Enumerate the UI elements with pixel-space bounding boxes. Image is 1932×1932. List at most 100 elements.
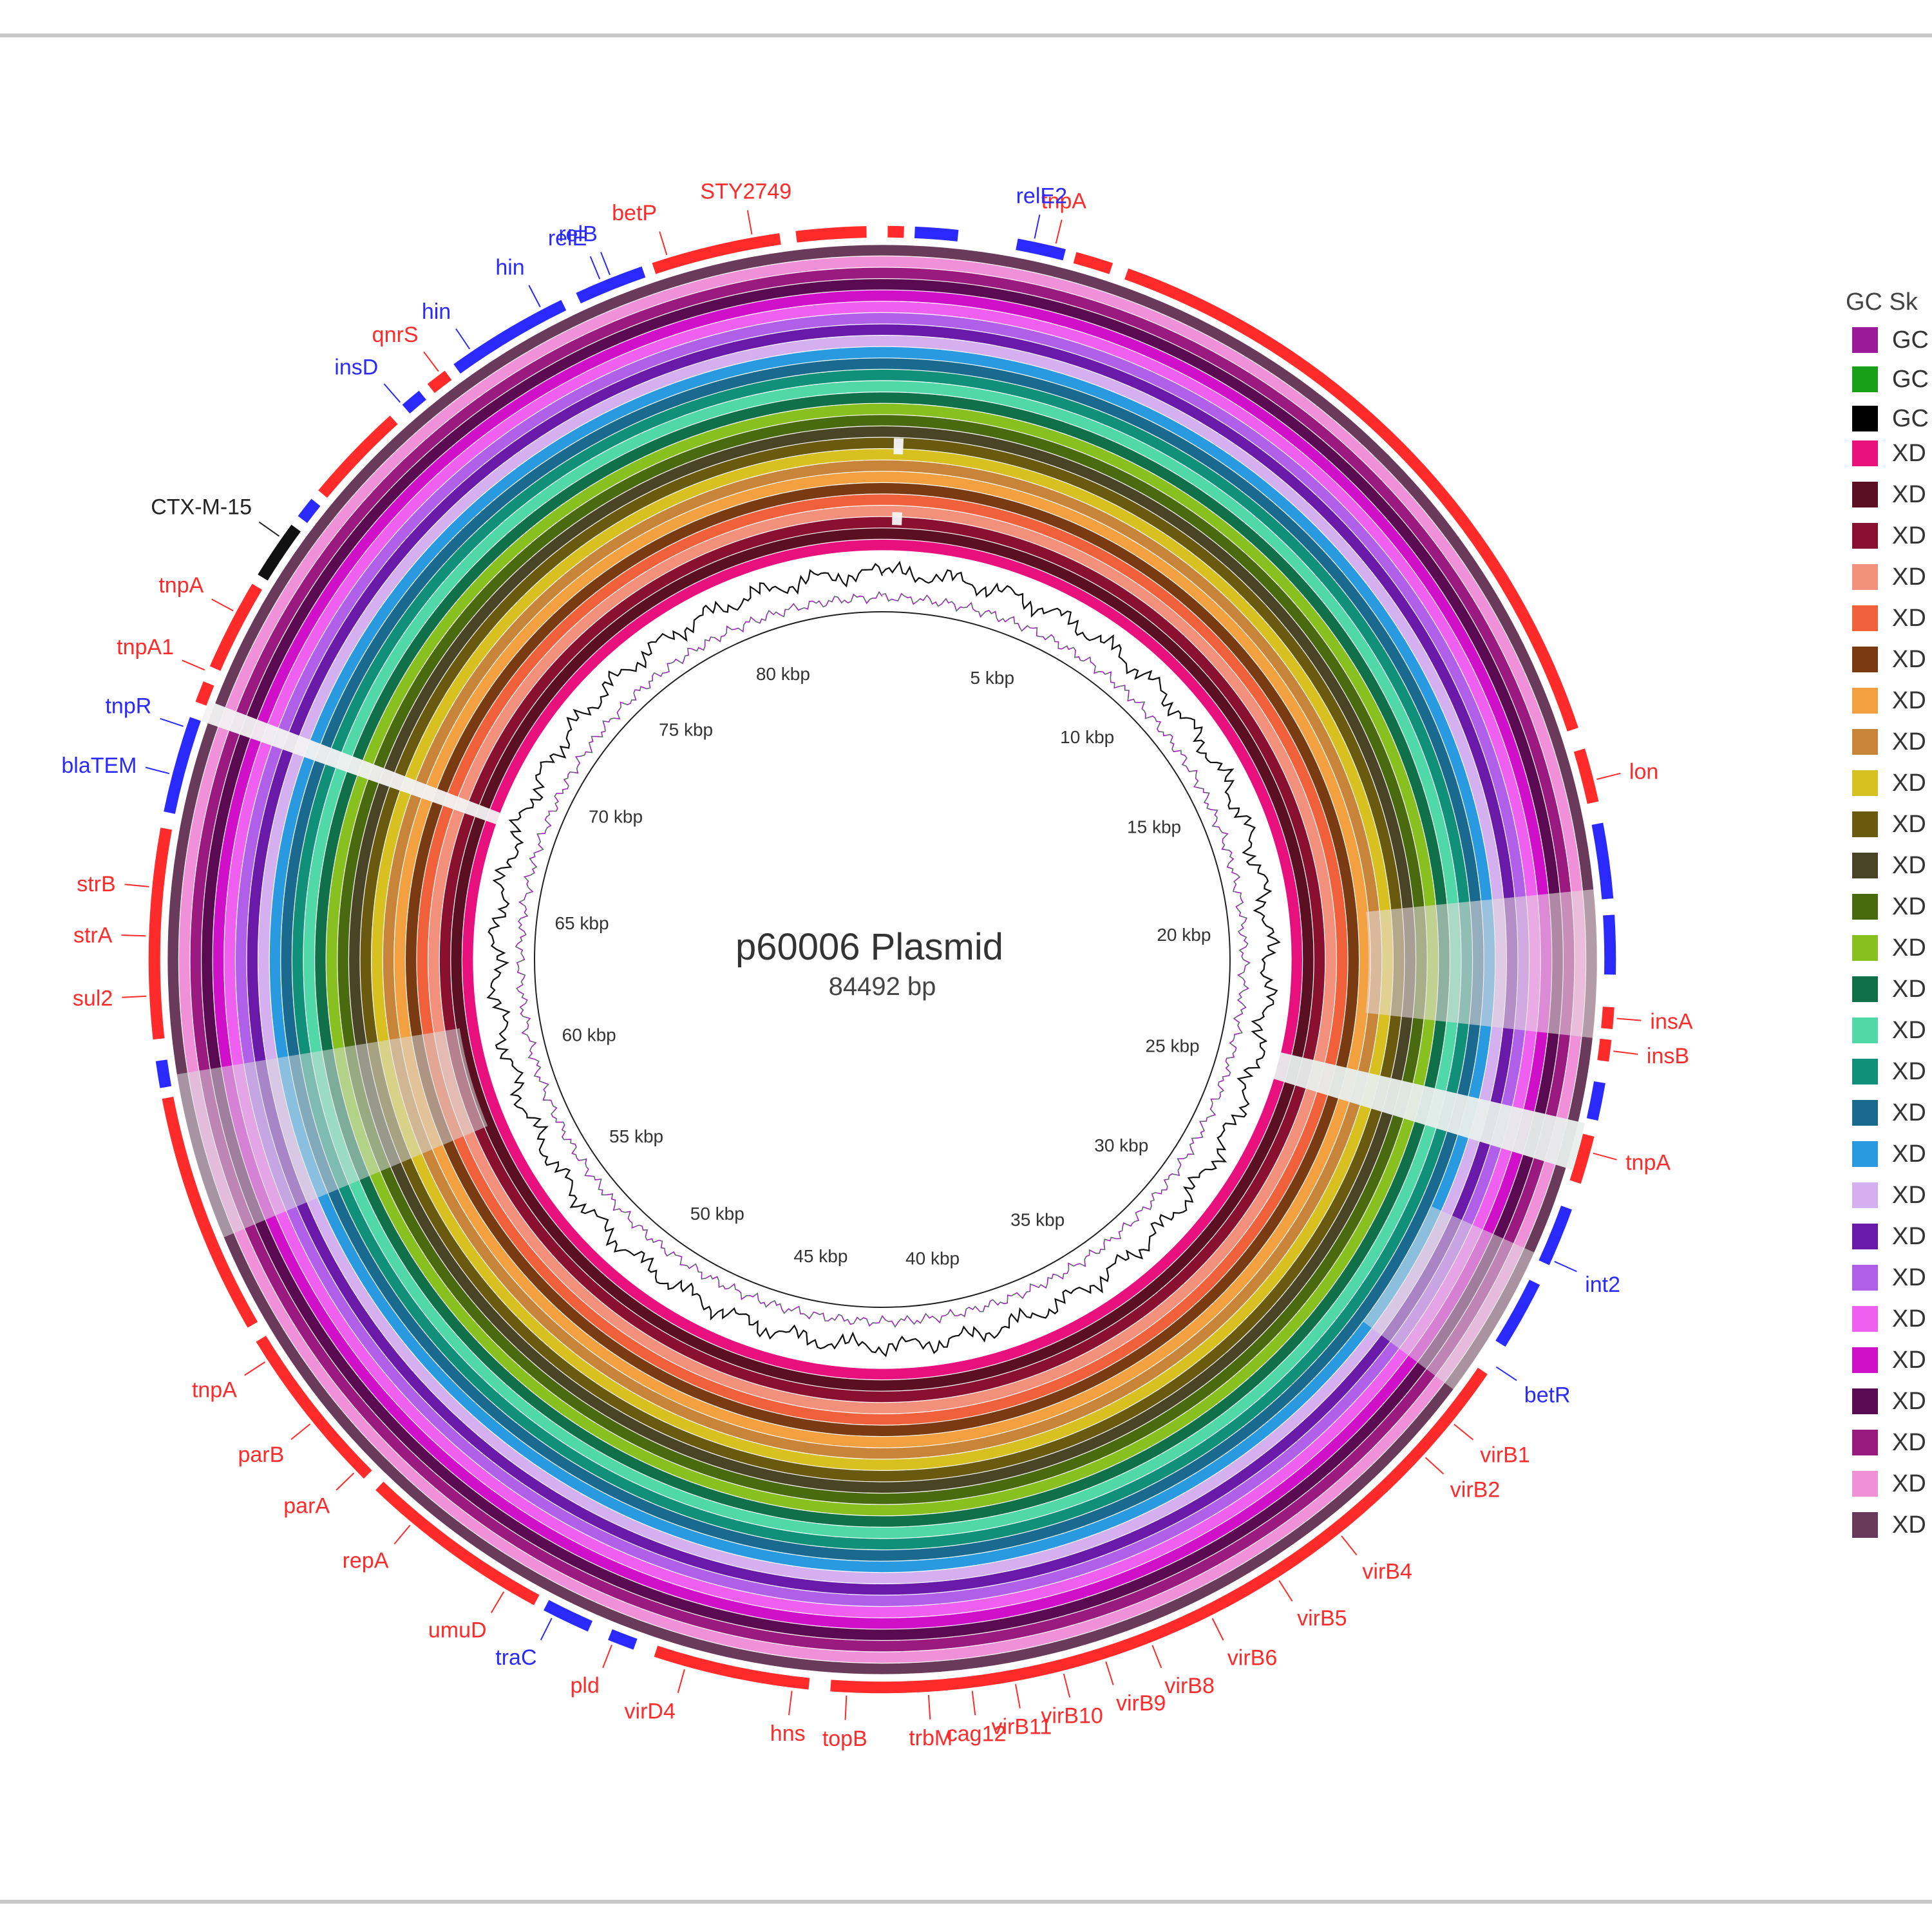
gene-leader-line [1105,1661,1114,1685]
gene-leader-line [971,1690,976,1716]
legend-item: XD [1852,1097,1932,1128]
gene-label: tnpA1 [117,635,174,659]
gene-label: traC [495,1645,536,1670]
gene-leader-line [844,1695,848,1720]
gene-leader-line [124,884,149,887]
gene-leader-line [659,231,668,256]
comparison-ring [462,540,1302,1379]
legend-label: XD [1892,564,1926,591]
legend-swatch [1852,1512,1878,1538]
gene-feature-arc [148,828,173,1040]
comparison-ring [439,516,1325,1403]
gene-leader-line [423,351,439,372]
gene-label: tnpA [1041,189,1086,214]
scale-tick-label: 80 kbp [756,664,810,684]
gene-feature-arc [652,233,781,274]
legend-label: XD [1892,522,1926,549]
legend-swatch [1852,1265,1878,1291]
gene-feature-arc [155,1059,172,1088]
comparison-ring [451,528,1314,1391]
gene-feature-arc [1603,914,1616,975]
legend-swatch [1852,1182,1878,1208]
gene-label: tnpR [105,694,151,718]
legend-label: XD [1892,770,1926,797]
gene-leader-line [121,934,146,937]
legend-label: XD [1892,728,1926,755]
legend-item: XD [1852,562,1932,592]
gene-leader-line [455,328,471,350]
legend-item: XD [1852,1510,1932,1540]
legend-label: XD [1892,1388,1926,1415]
legend-swatch [1852,1059,1878,1084]
gene-leader-line [1425,1457,1444,1475]
legend-label: XD [1892,893,1926,920]
legend-swatch [1852,853,1878,878]
legend-item: XD [1852,1303,1932,1334]
legend-item: XD [1852,479,1932,510]
legend-item: XD [1852,685,1932,716]
gene-leader-line [258,521,280,537]
gene-feature-arc [209,583,263,671]
legend-label: XD [1892,646,1926,673]
legend-item: GC [1852,325,1932,355]
gene-leader-line [1278,1580,1293,1602]
gene-label: relB [558,222,597,247]
gene-leader-line [244,1361,266,1376]
gene-label: virB1 [1480,1443,1530,1467]
gene-label: hin [422,299,451,324]
gap-band [201,701,501,825]
gene-leader-line [602,1644,612,1669]
legend-swatch [1852,440,1878,466]
feature-track [148,225,1616,1694]
gene-leader-line [788,1690,793,1716]
legend-item: XD [1852,603,1932,634]
gap-band [1273,1052,1586,1170]
gene-feature-arc [1073,252,1113,274]
legend-swatch [1852,894,1878,920]
gene-feature-arc [318,415,398,498]
gene-feature-arc [402,390,426,414]
scale-tick-label: 50 kbp [690,1204,744,1224]
gc-skew-positive-trace [515,591,1251,1328]
legend-swatch [1852,647,1878,672]
gene-feature-arc [1569,1133,1595,1184]
legend-item: XD [1852,1139,1932,1170]
scale-tick-label: 5 kbp [971,668,1015,688]
legend-label: XD [1892,481,1926,508]
scale-tick-label: 35 kbp [1010,1209,1065,1229]
gene-label: cag12 [947,1721,1007,1746]
legend-label: XD [1892,687,1926,714]
gene-label: blaTEM [61,753,137,778]
legend-label: XD [1892,1511,1926,1539]
legend-item: XD [1852,1345,1932,1376]
scale-tick-label: 45 kbp [793,1246,848,1266]
scale-tick-label: 40 kbp [905,1249,960,1269]
legend-label: XD [1892,1470,1926,1497]
gene-feature-arc [375,1481,540,1605]
gene-feature-arc [1586,1081,1605,1121]
gene-leader-line [211,598,234,612]
gene-leader-line [1063,1673,1071,1698]
gene-leader-line [160,717,184,727]
gene-labels: tnpArelE2STY2749betPrelBrelEhinhinqnrSin… [61,180,1693,1751]
gene-feature-arc [1573,748,1599,804]
legend-swatch [1852,688,1878,714]
legend-swatch [1852,770,1878,796]
gene-label: virB8 [1164,1674,1214,1698]
legend-swatch [1852,811,1878,837]
legend-swatch [1852,327,1878,353]
legend-swatch [1852,366,1878,392]
gene-feature-arc [258,524,301,581]
gene-leader-line [336,1472,355,1491]
gene-feature-arc [1539,1206,1572,1265]
legend-swatch [1852,523,1878,549]
legend-label: XD [1892,1223,1926,1250]
legend-item: XD [1852,1015,1932,1046]
gene-leader-line [1034,214,1041,239]
top-divider [0,33,1932,37]
legend-label: XD [1892,1305,1926,1332]
gene-label: virB9 [1116,1691,1166,1716]
scale-tick-label: 10 kbp [1060,727,1114,747]
